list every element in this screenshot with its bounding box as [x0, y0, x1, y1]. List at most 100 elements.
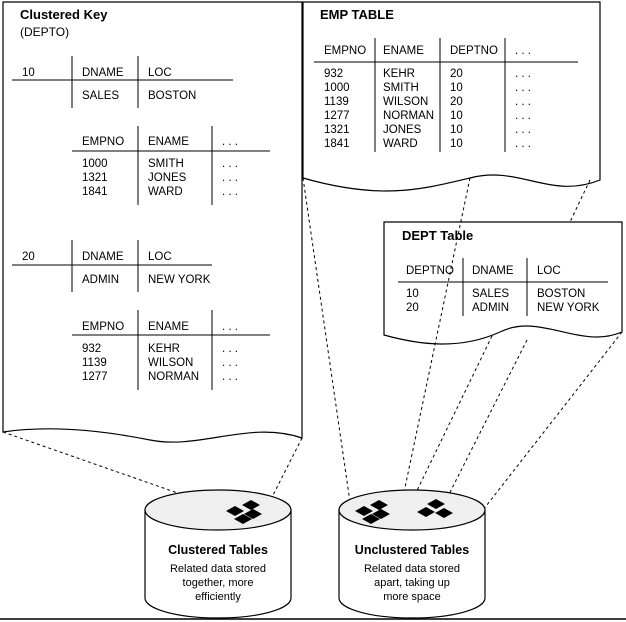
dept-table-dname-column: SALES ADMIN: [472, 287, 509, 315]
emp-empno-column: 1000 1321 1841: [82, 157, 108, 199]
emp-table-deptno-column: 20 10 20 10 10 10: [450, 67, 463, 151]
dept-value-loc: NEW YORK: [148, 274, 211, 286]
table-cell: 932: [324, 68, 344, 80]
emp-more-column: . . . . . . . . .: [222, 157, 238, 199]
description-line: Related data stored: [169, 563, 266, 575]
table-cell: . . .: [515, 68, 531, 80]
clustered-disk-description: Related data stored together, more effic…: [145, 562, 291, 604]
clustered-page-subtitle: (DEPTO): [20, 25, 70, 39]
emp-table-header-ename: ENAME: [383, 45, 424, 57]
table-cell: WILSON: [148, 357, 194, 369]
table-cell: . . .: [222, 158, 238, 170]
emp-empno-column: 932 1139 1277: [82, 342, 108, 384]
description-line: more space: [383, 591, 441, 603]
emp-header-more: . . .: [222, 321, 238, 333]
emp-table-header-empno: EMPNO: [324, 45, 367, 57]
description-line: apart, taking up: [374, 577, 450, 589]
table-cell: . . .: [515, 82, 531, 94]
table-cell: . . .: [222, 343, 238, 355]
table-cell: 20: [406, 302, 419, 314]
table-cell: JONES: [383, 124, 422, 136]
table-cell: 20: [450, 96, 463, 108]
clustered-page-title: Clustered Key: [20, 7, 108, 22]
dept-table-title: DEPT Table: [402, 228, 474, 243]
clustered-disk-title: Clustered Tables: [168, 543, 268, 557]
emp-more-column: . . . . . . . . .: [222, 342, 238, 384]
emp-header-ename: ENAME: [148, 136, 189, 148]
table-cell: 10: [406, 288, 419, 300]
emp-ename-column: KEHR WILSON NORMAN: [148, 342, 199, 384]
table-cell: 1841: [82, 186, 108, 198]
table-cell: NORMAN: [383, 110, 435, 122]
dept-value-dname: SALES: [82, 90, 120, 102]
dept-table-header-dname: DNAME: [472, 265, 514, 277]
emp-header-ename: ENAME: [148, 321, 189, 333]
table-cell: 1000: [324, 82, 350, 94]
unclustered-data-blocks-right-icon: [417, 499, 453, 518]
description-line: Related data stored: [363, 563, 460, 575]
table-cell: 10: [450, 124, 463, 136]
table-cell: ADMIN: [472, 302, 510, 314]
table-cell: . . .: [515, 138, 531, 150]
table-cell: 10: [450, 138, 463, 150]
cluster-key-10: 10: [22, 67, 35, 79]
emp-header-empno: EMPNO: [82, 136, 125, 148]
table-cell: 1321: [324, 124, 350, 136]
table-cell: 932: [82, 343, 102, 355]
table-cell: 10: [450, 82, 463, 94]
unclustered-disk-description: Related data stored apart, taking up mor…: [339, 562, 485, 604]
dept-header-dname: DNAME: [82, 251, 124, 263]
table-cell: 1277: [82, 371, 108, 383]
table-cell: . . .: [515, 96, 531, 108]
table-cell: 20: [450, 68, 463, 80]
emp-table-more-column: . . . . . . . . . . . . . . . . . .: [515, 67, 531, 151]
dept-value-loc: BOSTON: [148, 90, 197, 102]
dept-header-dname: DNAME: [82, 67, 124, 79]
table-cell: BOSTON: [537, 288, 586, 300]
table-cell: WARD: [383, 138, 418, 150]
table-cell: . . .: [222, 172, 238, 184]
table-cell: KEHR: [383, 68, 415, 80]
description-line: together, more: [182, 577, 254, 589]
emp-ename-column: SMITH JONES WARD: [148, 157, 186, 199]
description-line: efficiently: [195, 591, 241, 603]
table-cell: 1841: [324, 138, 350, 150]
dept-table-header-deptno: DEPTNO: [406, 265, 454, 277]
emp-table-title: EMP TABLE: [320, 7, 394, 22]
table-cell: 1139: [82, 357, 107, 369]
cluster-key-20: 20: [22, 251, 35, 263]
table-cell: JONES: [148, 172, 187, 184]
table-cell: 1321: [82, 172, 108, 184]
dept-table-loc-column: BOSTON NEW YORK: [537, 287, 599, 315]
table-cell: WARD: [148, 186, 183, 198]
table-cell: SALES: [472, 288, 510, 300]
table-cell: SMITH: [148, 158, 184, 170]
table-cell: WILSON: [383, 96, 429, 108]
dept-table-deptno-column: 10 20: [406, 287, 419, 315]
emp-table-header-deptno: DEPTNO: [450, 45, 498, 57]
table-cell: NEW YORK: [537, 302, 600, 314]
unclustered-disk-title: Unclustered Tables: [354, 543, 470, 557]
table-cell: 1139: [324, 96, 349, 108]
dept-value-dname: ADMIN: [82, 274, 120, 286]
dept-header-loc: LOC: [148, 67, 172, 79]
table-cell: 1277: [324, 110, 350, 122]
table-cell: . . .: [222, 357, 238, 369]
table-cell: 10: [450, 110, 463, 122]
emp-header-empno: EMPNO: [82, 321, 125, 333]
unclustered-data-blocks-left-icon: [355, 500, 390, 524]
table-cell: 1000: [82, 158, 108, 170]
emp-header-more: . . .: [222, 136, 238, 148]
emp-table-ename-column: KEHR SMITH WILSON NORMAN JONES WARD: [383, 67, 434, 151]
table-cell: SMITH: [383, 82, 419, 94]
table-cell: . . .: [222, 186, 238, 198]
emp-table-empno-column: 932 1000 1139 1277 1321 1841: [324, 67, 350, 151]
dept-table-header-loc: LOC: [537, 265, 561, 277]
table-cell: . . .: [515, 110, 531, 122]
clustered-data-blocks-icon: [226, 500, 262, 524]
table-cell: . . .: [515, 124, 531, 136]
table-cell: NORMAN: [148, 371, 200, 383]
table-cell: KEHR: [148, 343, 180, 355]
emp-table-header-more: . . .: [515, 45, 531, 57]
dept-header-loc: LOC: [148, 251, 172, 263]
